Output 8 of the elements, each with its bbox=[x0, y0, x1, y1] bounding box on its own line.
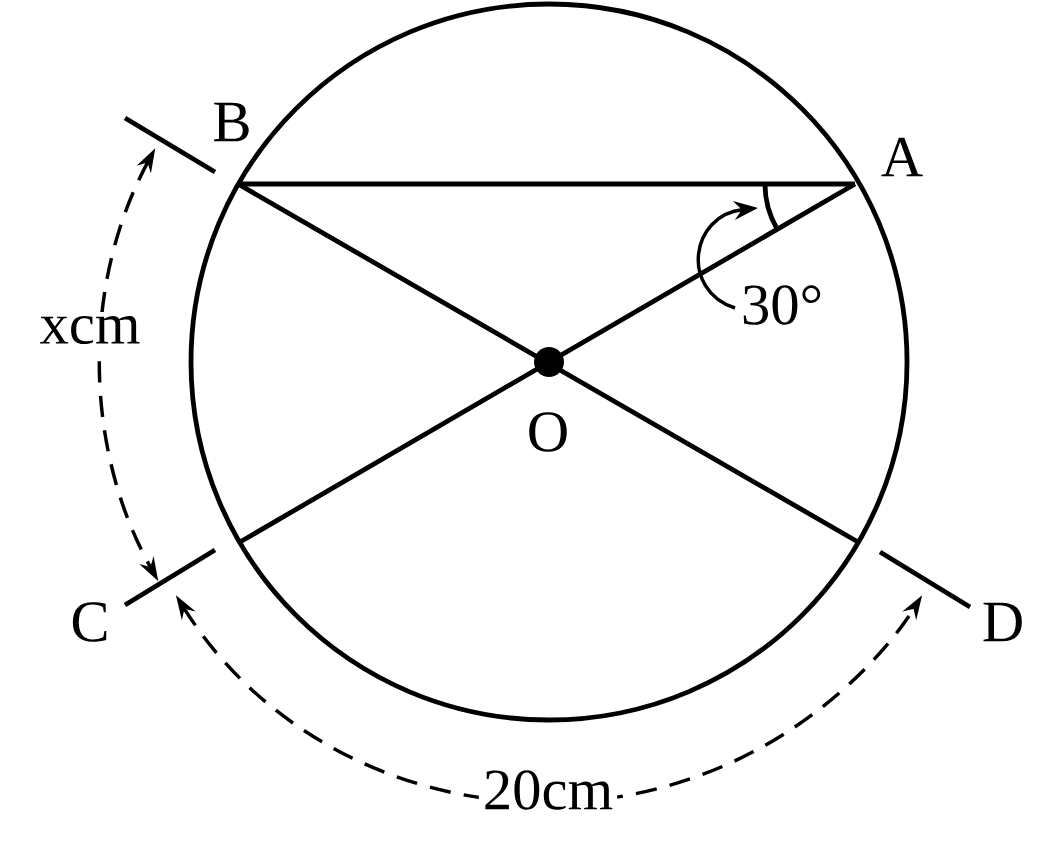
dimension-label: 20cm bbox=[478, 766, 618, 814]
point-label: C bbox=[72, 602, 107, 642]
angle-label: 30° bbox=[736, 281, 828, 329]
point-label: B bbox=[214, 102, 249, 142]
point-label: D bbox=[983, 602, 1022, 642]
dimension-label: xcm bbox=[35, 311, 145, 349]
point-label: O bbox=[529, 412, 567, 452]
point-label: A bbox=[881, 137, 923, 177]
